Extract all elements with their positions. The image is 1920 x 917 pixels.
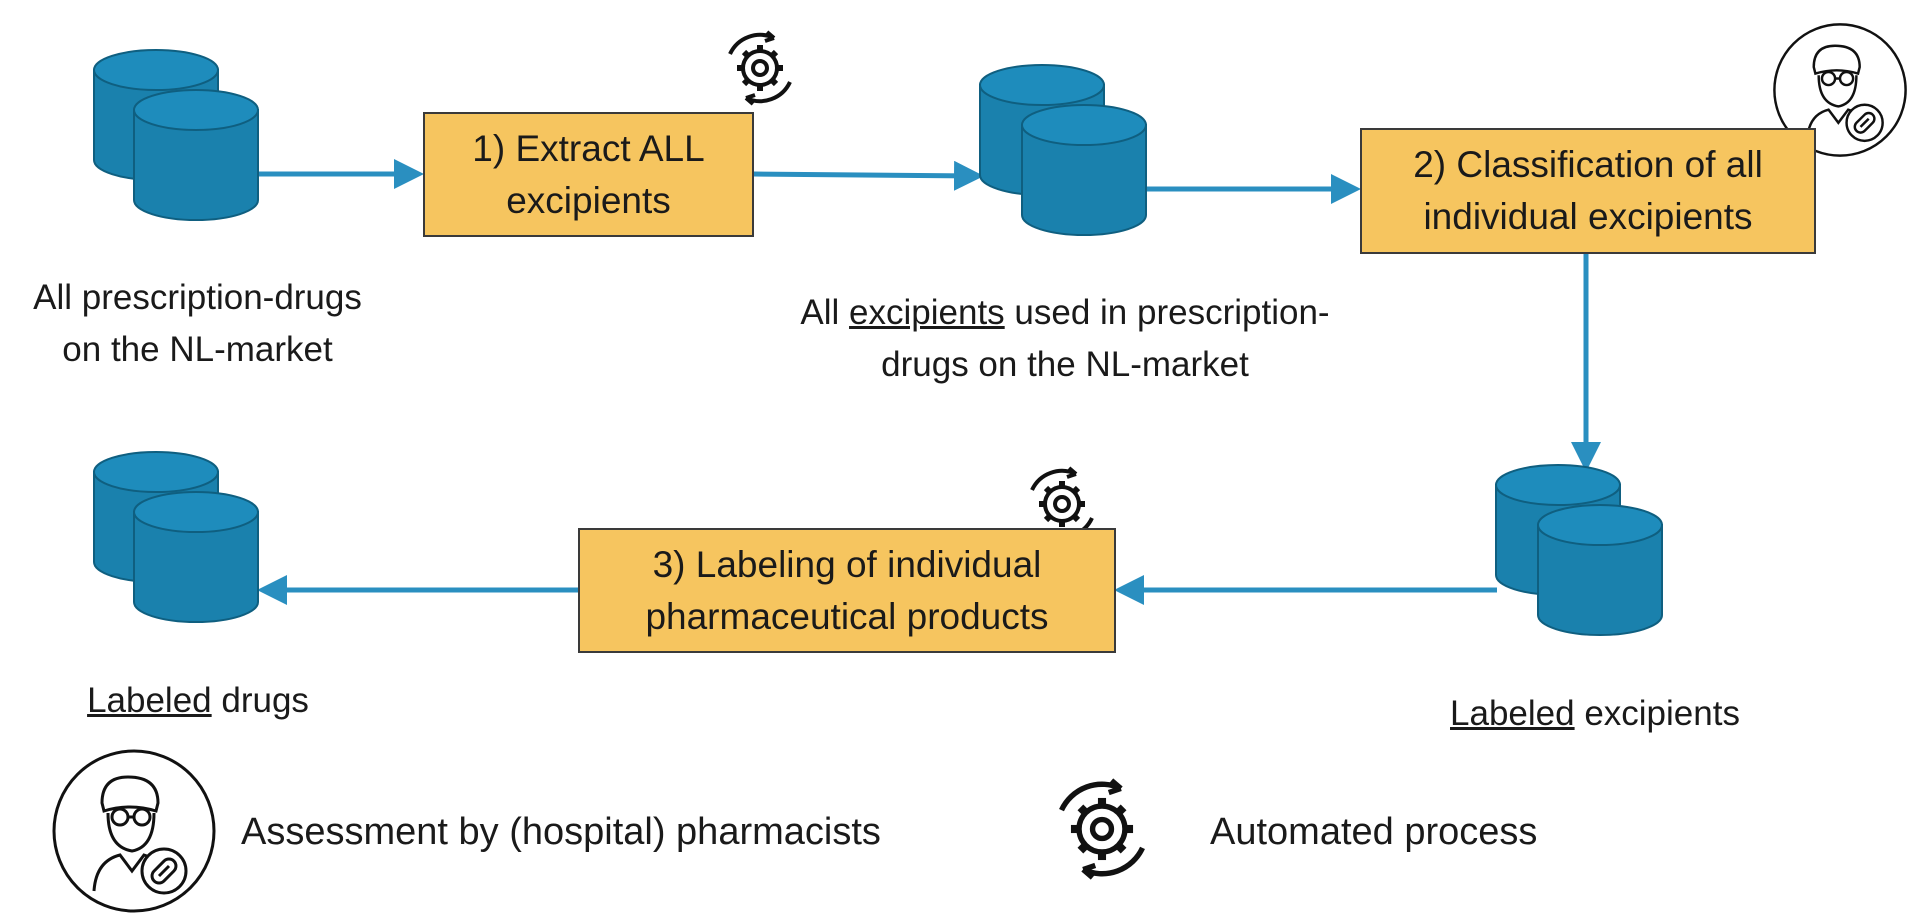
label-all-drugs-line2: on the NL-market — [62, 330, 333, 369]
step-extract-line1: 1) Extract ALL — [472, 127, 705, 169]
label-all-drugs: All prescription-drugs on the NL-market — [0, 272, 395, 376]
step-labeling-line2: pharmaceutical products — [645, 595, 1049, 637]
label-labeled-drugs: Labeled drugs — [28, 675, 368, 727]
step-extract-box: 1) Extract ALL excipients — [423, 112, 754, 237]
legend-pharmacist-text: Assessment by (hospital) pharmacists — [241, 811, 881, 853]
database-all-excipients-icon — [979, 64, 1147, 236]
step-labeling-box: 3) Labeling of individual pharmaceutical… — [578, 528, 1116, 653]
label-all-excipients: All excipients used in prescription- dru… — [740, 287, 1390, 391]
label-all-excipients-underlined: excipients — [849, 293, 1005, 332]
step-classify-line2: individual excipients — [1423, 196, 1753, 237]
step-classify-box: 2) Classification of all individual exci… — [1360, 128, 1816, 254]
step-classify-line1: 2) Classification of all — [1413, 144, 1763, 185]
database-labeled-drugs-icon — [93, 451, 259, 623]
label-labeled-excipients-underlined: Labeled — [1450, 694, 1575, 733]
label-labeled-excipients-post: excipients — [1574, 694, 1740, 733]
label-labeled-excipients: Labeled excipients — [1380, 688, 1810, 740]
arrow-extract-to-excipients — [753, 160, 984, 191]
database-all-drugs-icon — [93, 49, 259, 221]
legend-pharmacist-icon — [52, 749, 216, 913]
step-labeling-line1: 3) Labeling of individual — [652, 543, 1042, 585]
label-labeled-drugs-post: drugs — [211, 681, 309, 720]
label-labeled-drugs-underlined: Labeled — [87, 681, 212, 720]
legend-gear-cycle-icon — [1062, 780, 1143, 877]
label-all-excipients-post: used in prescription- — [1004, 293, 1330, 332]
label-all-excipients-pre: All — [800, 293, 850, 332]
legend-automated-text: Automated process — [1210, 811, 1538, 853]
label-all-excipients-line2: drugs on the NL-market — [881, 345, 1249, 384]
step-extract-line2: excipients — [506, 179, 671, 221]
database-labeled-excipients-icon — [1495, 464, 1663, 636]
gear-cycle-icon — [730, 32, 790, 104]
label-all-drugs-line1: All prescription-drugs — [33, 278, 362, 317]
